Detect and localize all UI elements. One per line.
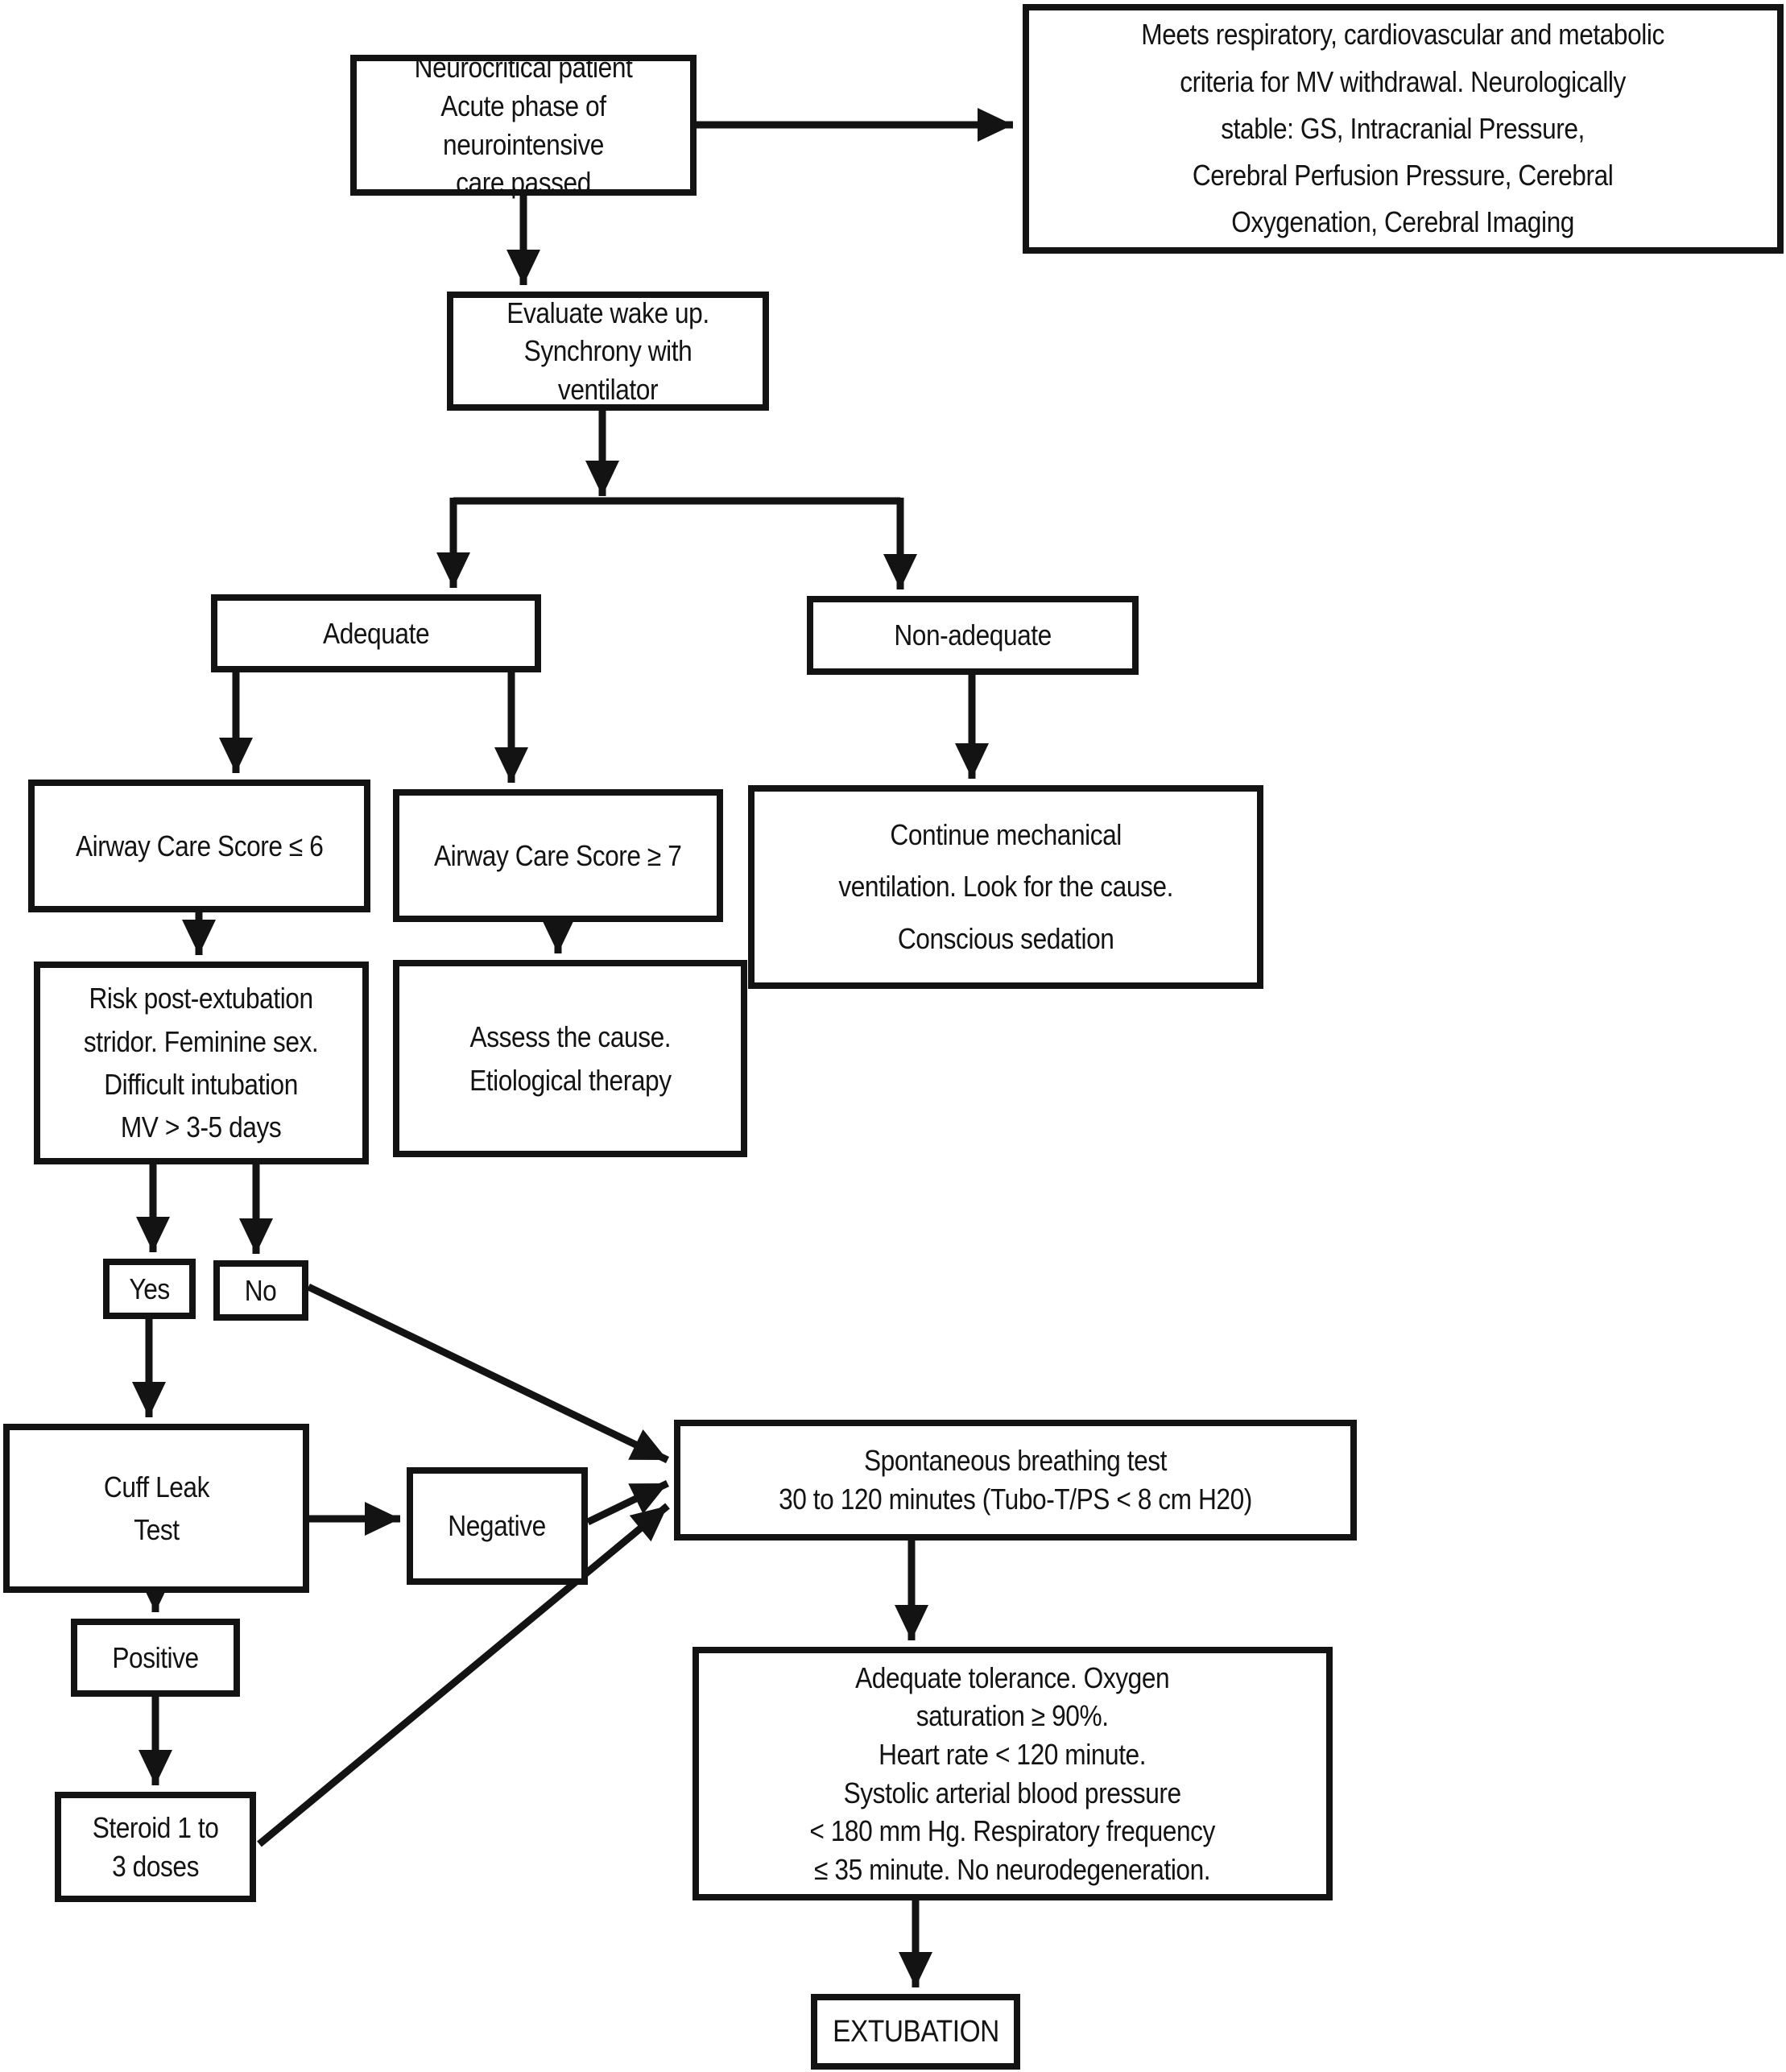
node-adequate-label: Adequate bbox=[322, 616, 430, 650]
node-cuff-leak-test: Cuff Leak Test bbox=[3, 1424, 309, 1593]
node-neurocritical-patient-label: Neurocritical patient Acute phase of neu… bbox=[414, 51, 633, 200]
node-airway-care-score-le6: Airway Care Score ≤ 6 bbox=[28, 780, 370, 912]
node-spontaneous-breathing-test: Spontaneous breathing test 30 to 120 min… bbox=[674, 1420, 1357, 1541]
node-adequate-tolerance-label: Adequate tolerance. Oxygen saturation ≥ … bbox=[809, 1660, 1216, 1886]
node-no-label: No bbox=[245, 1273, 277, 1307]
node-negative: Negative bbox=[407, 1467, 588, 1585]
node-airway-care-score-ge7-label: Airway Care Score ≥ 7 bbox=[434, 838, 682, 872]
node-extubation-label: EXTUBATION bbox=[832, 2014, 999, 2049]
node-continue-mechanical-ventilation-label: Continue mechanical ventilation. Look fo… bbox=[838, 818, 1173, 955]
node-yes-label: Yes bbox=[129, 1272, 170, 1305]
arrow-no-to-sbt bbox=[307, 1283, 669, 1464]
node-adequate-tolerance: Adequate tolerance. Oxygen saturation ≥ … bbox=[692, 1647, 1333, 1900]
node-neurocritical-patient: Neurocritical patient Acute phase of neu… bbox=[350, 51, 697, 199]
node-mv-withdrawal-criteria-label: Meets respiratory, cardiovascular and me… bbox=[1141, 18, 1665, 239]
node-adequate: Adequate bbox=[211, 594, 541, 672]
node-risk-post-extubation-stridor-label: Risk post-extubation stridor. Feminine s… bbox=[84, 982, 319, 1144]
node-evaluate-wake-up: Evaluate wake up. Synchrony with ventila… bbox=[447, 292, 769, 411]
node-mv-withdrawal-criteria: Meets respiratory, cardiovascular and me… bbox=[1023, 4, 1784, 254]
arrow-negative-to-sbt bbox=[586, 1479, 669, 1526]
node-non-adequate: Non-adequate bbox=[807, 596, 1139, 675]
node-assess-the-cause: Assess the cause. Etiological therapy bbox=[393, 960, 747, 1157]
node-positive-label: Positive bbox=[112, 1640, 199, 1674]
node-non-adequate-label: Non-adequate bbox=[894, 618, 1052, 652]
node-evaluate-wake-up-label: Evaluate wake up. Synchrony with ventila… bbox=[506, 296, 709, 406]
node-assess-the-cause-label: Assess the cause. Etiological therapy bbox=[469, 1020, 672, 1097]
node-airway-care-score-le6-label: Airway Care Score ≤ 6 bbox=[75, 829, 324, 862]
node-no: No bbox=[213, 1260, 308, 1321]
node-extubation: EXTUBATION bbox=[811, 1994, 1020, 2070]
node-airway-care-score-ge7: Airway Care Score ≥ 7 bbox=[393, 789, 723, 922]
node-steroid-doses: Steroid 1 to 3 doses bbox=[55, 1792, 256, 1902]
node-negative-label: Negative bbox=[448, 1509, 547, 1543]
node-positive: Positive bbox=[71, 1619, 240, 1697]
arrow-steroid-to-sbt bbox=[257, 1503, 670, 1847]
node-steroid-doses-label: Steroid 1 to 3 doses bbox=[92, 1810, 219, 1883]
node-risk-post-extubation-stridor: Risk post-extubation stridor. Feminine s… bbox=[34, 962, 369, 1164]
node-cuff-leak-test-label: Cuff Leak Test bbox=[103, 1470, 209, 1546]
node-spontaneous-breathing-test-label: Spontaneous breathing test 30 to 120 min… bbox=[779, 1444, 1252, 1516]
node-continue-mechanical-ventilation: Continue mechanical ventilation. Look fo… bbox=[748, 785, 1263, 989]
node-yes: Yes bbox=[103, 1259, 196, 1319]
